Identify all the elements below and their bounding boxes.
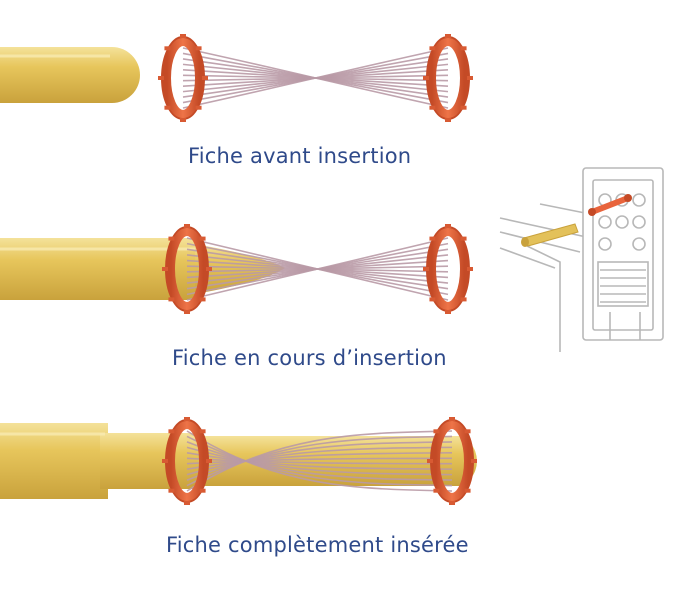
socket-2	[162, 224, 473, 314]
socket-3	[162, 417, 477, 505]
wall-socket-illustration-icon	[499, 167, 664, 352]
plug-during-insertion	[0, 224, 473, 314]
plug-before-insertion	[0, 34, 473, 122]
inset-plug-icon	[521, 194, 632, 247]
caption-fully-inserted: Fiche complètement insérée	[166, 533, 469, 557]
socket-1	[158, 34, 473, 122]
caption-before-insertion: Fiche avant insertion	[188, 144, 412, 168]
caption-during-insertion: Fiche en cours d’insertion	[172, 346, 447, 370]
pin-3-shaft	[100, 433, 200, 489]
plug-fully-inserted	[0, 417, 477, 505]
pin-1	[0, 47, 140, 103]
pin-2-tip	[195, 244, 285, 294]
pin-3-base	[0, 423, 108, 499]
